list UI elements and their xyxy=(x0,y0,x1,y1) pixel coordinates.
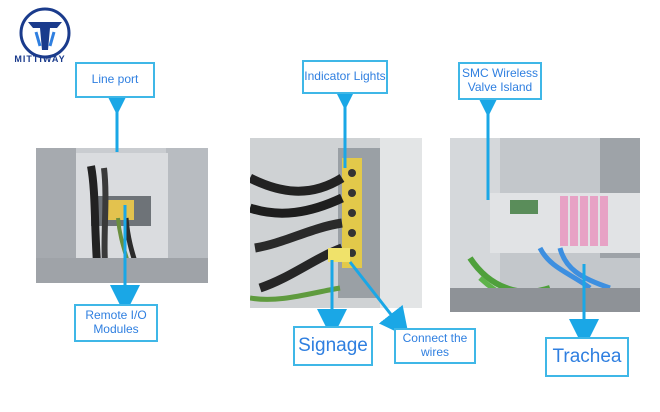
label-signage: Signage xyxy=(293,326,373,366)
label-connect-wires: Connect the wires xyxy=(394,328,476,364)
label-line-port: Line port xyxy=(75,62,155,98)
photo-indicator-lights xyxy=(250,138,422,308)
mittiway-logo-icon xyxy=(19,7,71,59)
photo-valve-island xyxy=(450,138,640,312)
label-remote-io: Remote I/O Modules xyxy=(74,304,158,342)
label-smc-wireless: SMC Wireless Valve Island xyxy=(458,62,542,100)
photo-remote-io xyxy=(36,148,208,283)
label-indicator-lights: Indicator Lights xyxy=(302,60,388,94)
label-trachea: Trachea xyxy=(545,337,629,377)
brand-name: MITTIWAY xyxy=(14,54,66,64)
